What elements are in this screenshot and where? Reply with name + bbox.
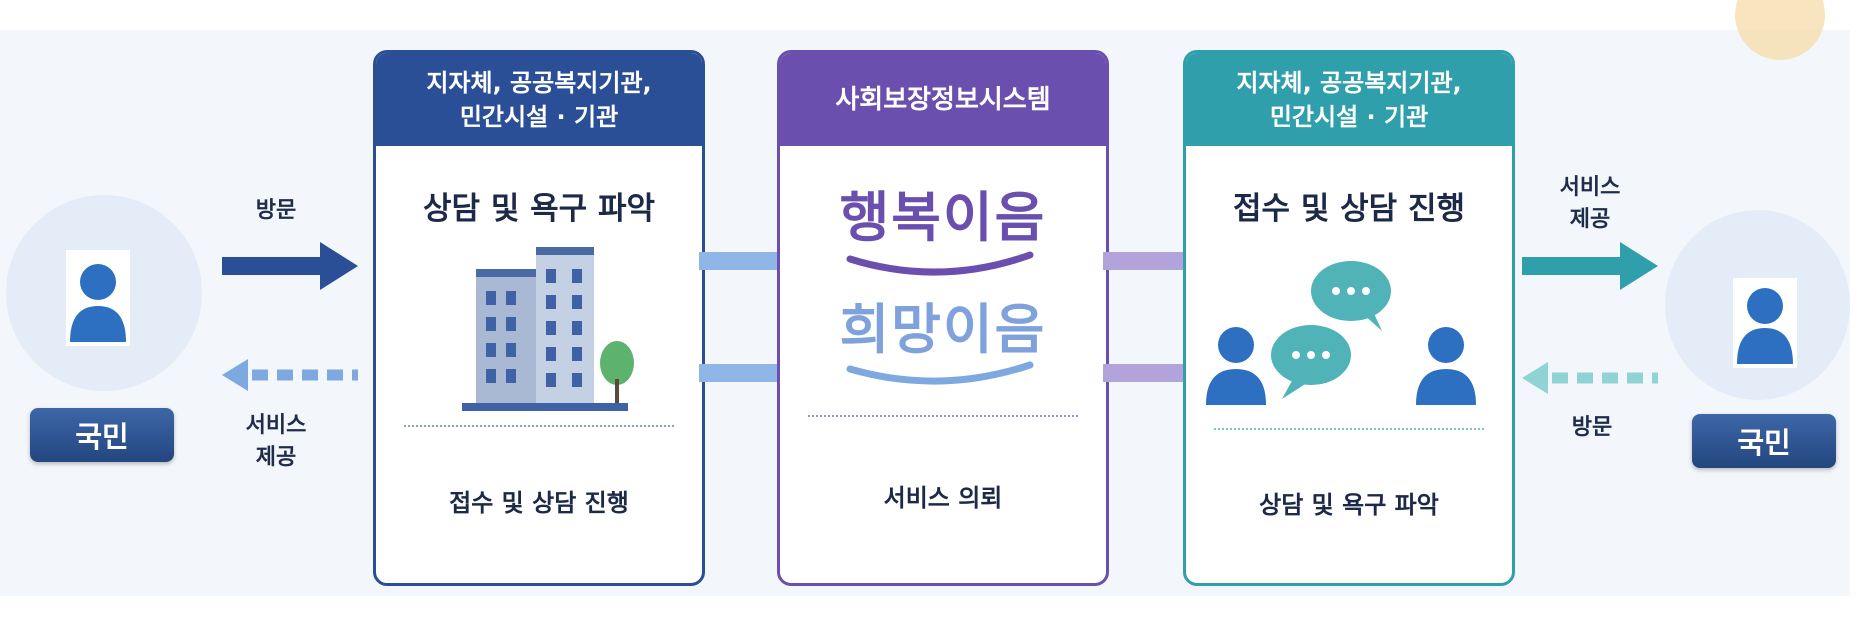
connector-bottom-right (1103, 364, 1183, 382)
service-label-line1: 서비스 (1559, 175, 1621, 200)
panel-divider (808, 415, 1078, 417)
connector-top-left (699, 252, 777, 270)
panel-title: 접수 및 상담 진행 (1232, 191, 1466, 227)
person-icon (1737, 288, 1793, 364)
citizen-badge: 국민 (1692, 414, 1836, 468)
panel-header-line1: 지자체, 공공복지기관, (426, 68, 652, 97)
connector-top-right (1103, 252, 1183, 270)
panel-divider (1214, 428, 1484, 430)
service-label-line2: 제공 (255, 445, 297, 470)
logo-haengbok-ieum: 행복이음 (839, 185, 1047, 249)
consultation-icon (1206, 261, 1476, 405)
panel-local-agencies-right: 지자체, 공공복지기관, 민간시설 · 기관 접수 및 상담 진행 상담 및 욕… (1183, 50, 1515, 586)
panel-footer: 서비스 의뢰 (883, 484, 1003, 512)
panel-header: 지자체, 공공복지기관, 민간시설 · 기관 (376, 53, 702, 146)
swoosh-purple (846, 251, 1034, 276)
panel-footer: 상담 및 욕구 파악 (1259, 491, 1439, 519)
panel-divider (404, 425, 674, 427)
panel-header-line1: 지자체, 공공복지기관, (1236, 68, 1462, 97)
service-label: 서비스 제공 (232, 410, 320, 474)
connector-bottom-left (699, 364, 777, 382)
panel-header: 사회보장정보시스템 (780, 53, 1106, 146)
citizen-badge: 국민 (30, 408, 174, 462)
person-icon (70, 264, 126, 342)
service-arrow-left-dashed (222, 359, 358, 391)
service-arrow-right (1522, 242, 1658, 290)
panel-header: 지자체, 공공복지기관, 민간시설 · 기관 (1186, 53, 1512, 146)
service-label-line1: 서비스 (245, 413, 307, 438)
visit-label: 방문 (1571, 415, 1613, 440)
panel-footer: 접수 및 상담 진행 (449, 489, 629, 517)
visit-label: 방문 (255, 198, 297, 223)
visit-arrow-right (222, 242, 358, 290)
panel-social-security-system: 사회보장정보시스템 행복이음 희망이음 서비스 의뢰 (777, 50, 1109, 586)
service-label-line2: 제공 (1569, 207, 1611, 232)
panel-title: 상담 및 욕구 파악 (422, 191, 656, 227)
building-icon (462, 247, 634, 411)
panel-local-agencies-left: 지자체, 공공복지기관, 민간시설 · 기관 상담 및 욕구 파악 접수 및 상… (373, 50, 705, 586)
panel-header-line2: 민간시설 · 기관 (1269, 102, 1429, 131)
visit-arrow-left-dashed (1522, 362, 1658, 394)
logo-huimang-ieum: 희망이음 (839, 297, 1047, 361)
swoosh-blue (846, 361, 1034, 385)
panel-header-line2: 민간시설 · 기관 (459, 102, 619, 131)
service-label: 서비스 제공 (1540, 172, 1640, 236)
